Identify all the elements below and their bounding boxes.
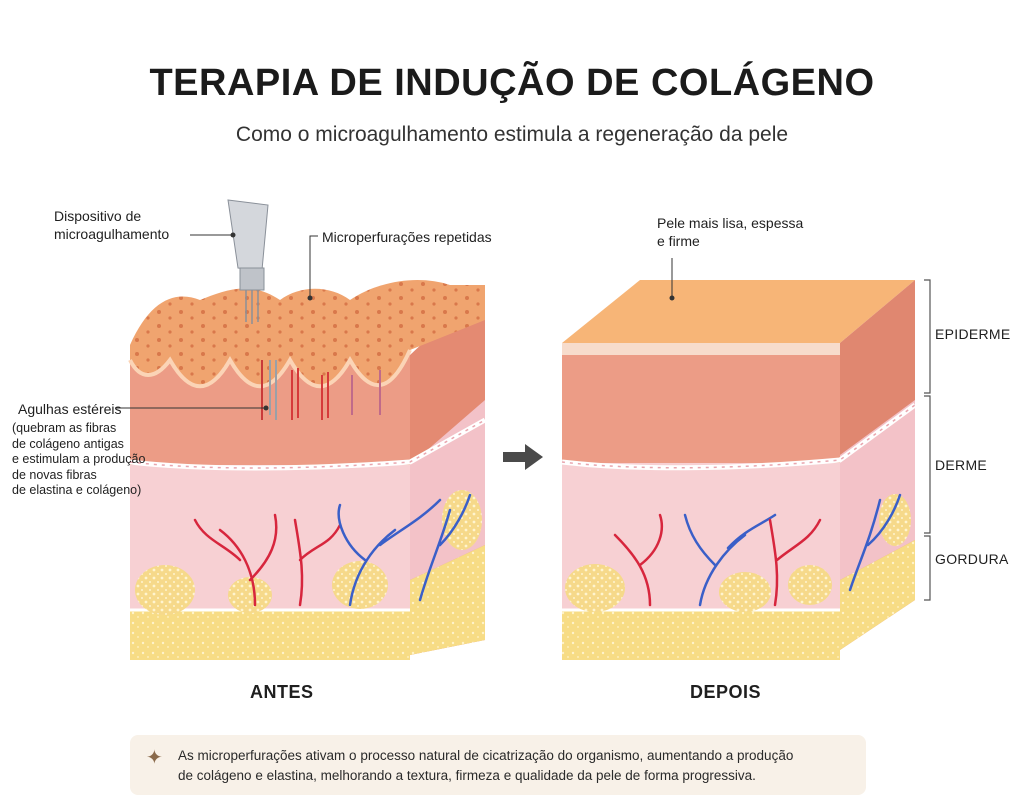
after-fat-globules — [565, 494, 911, 612]
before-fat-globules — [135, 490, 482, 615]
microneedling-device-icon — [227, 199, 269, 324]
before-front-fat — [130, 610, 410, 660]
before-skin-block — [115, 199, 487, 660]
after-skin-block — [561, 258, 917, 660]
needles-label: Agulhas estéreis — [18, 401, 122, 417]
after-front-epidermis — [562, 355, 840, 463]
page-title: TERAPIA DE INDUÇÃO DE COLÁGENO — [149, 62, 875, 104]
needles-detail-label: (quebram as fibras de colágeno antigas e… — [12, 421, 146, 497]
before-to-after-arrow — [503, 444, 543, 470]
layer-label-epidermis: EPIDERME — [935, 326, 1011, 342]
info-note-text: As microperfurações ativam o processo na… — [178, 748, 794, 783]
caption-after: DEPOIS — [690, 682, 762, 702]
before-wavy-surface — [130, 280, 485, 387]
page-subtitle: Como o microagulhamento estimula a regen… — [235, 123, 789, 146]
device-label: Dispositivo de microagulhamento — [54, 208, 170, 242]
info-note: ✦ As microperfurações ativam o processo … — [130, 735, 866, 795]
caption-before: ANTES — [250, 682, 314, 702]
after-top-face — [562, 280, 915, 343]
layer-label-fat: GORDURA — [935, 551, 1009, 567]
layer-label-dermis: DERME — [935, 457, 988, 473]
after-blood-vessels — [613, 493, 902, 607]
layer-brackets — [924, 279, 931, 601]
microperforations-label: Microperfurações repetidas — [322, 229, 492, 245]
after-side-fat — [840, 540, 915, 650]
result-label: Pele mais lisa, espessa e firme — [657, 215, 804, 249]
before-blood-vessels — [193, 493, 472, 607]
after-front-fat — [562, 610, 840, 660]
sparkle-icon: ✦ — [146, 747, 163, 769]
needle-channels — [261, 360, 381, 420]
